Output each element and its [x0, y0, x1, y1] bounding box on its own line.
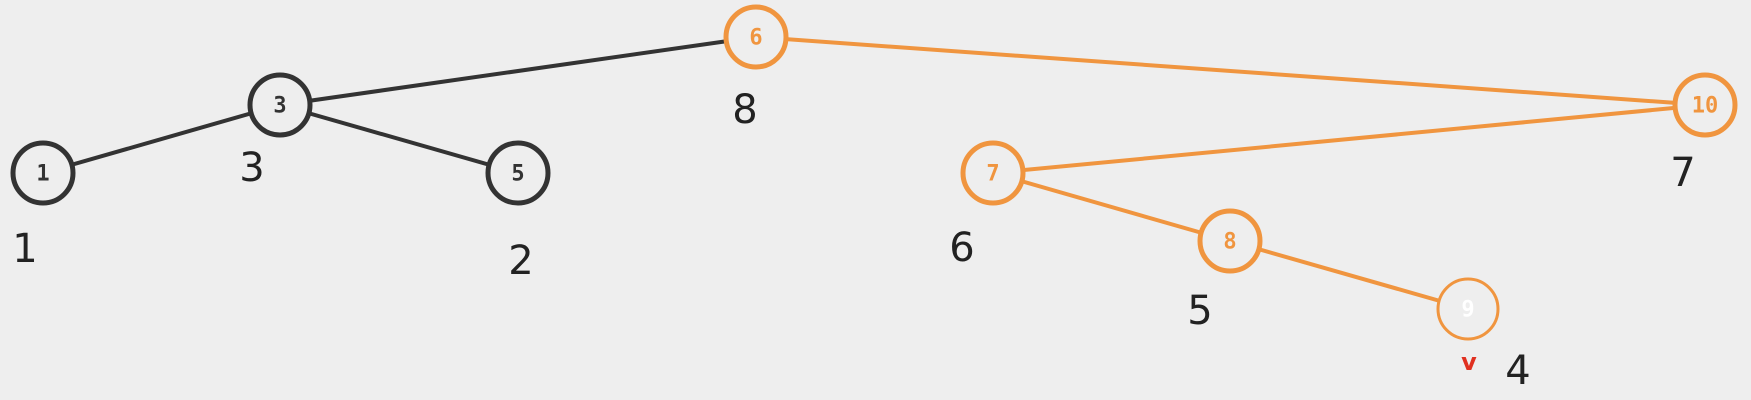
node-value: 5: [511, 162, 524, 187]
nodes-layer: 6 3 1 5 10 7 8 9: [10, 4, 1738, 341]
edges-layer: [42, 35, 1706, 311]
tree-node-10[interactable]: 10: [1672, 72, 1738, 138]
node-circle: [1436, 277, 1500, 341]
node-subscript: 8: [732, 87, 757, 133]
node-value: 7: [986, 162, 999, 187]
edge-n10-n7: [992, 103, 1706, 175]
edge-n6-n3: [279, 35, 757, 107]
node-subscript: 1: [12, 226, 37, 272]
node-subscript: 6: [949, 225, 974, 271]
edge-n7-n8: [992, 171, 1231, 243]
node-value: 1: [36, 162, 49, 187]
node-circle: [1197, 208, 1263, 274]
node-subscript: 7: [1670, 150, 1695, 196]
node-value: 10: [1692, 94, 1719, 119]
node-circle: [10, 140, 76, 206]
node-subscript: 4: [1505, 348, 1530, 394]
node-circle: [1672, 72, 1738, 138]
node-value: 3: [273, 94, 286, 119]
node-circle: [247, 72, 313, 138]
node-value: 9: [1461, 298, 1474, 323]
edge-n6-n10: [755, 35, 1706, 107]
labels-layer: 8 3 1 2 7 6 5 4v: [12, 87, 1695, 394]
tree-node-1[interactable]: 1: [10, 140, 76, 206]
edge-n3-n1: [42, 103, 281, 175]
node-value: 6: [749, 26, 762, 51]
vertex-marker: v: [1461, 348, 1477, 376]
tree-node-3[interactable]: 3: [247, 72, 313, 138]
node-subscript: 2: [508, 238, 533, 284]
edge-n8-n9: [1229, 239, 1469, 311]
node-circle: [960, 140, 1026, 206]
tree-node-5[interactable]: 5: [485, 140, 551, 206]
edge-n3-n5: [279, 103, 519, 175]
node-subscript: 3: [239, 145, 264, 191]
node-circle: [723, 4, 789, 70]
tree-node-6[interactable]: 6: [723, 4, 789, 70]
tree-node-7[interactable]: 7: [960, 140, 1026, 206]
node-subscript: 5: [1187, 288, 1212, 334]
tree-node-8[interactable]: 8: [1197, 208, 1263, 274]
tree-node-9[interactable]: 9: [1436, 277, 1500, 341]
node-value: 8: [1223, 230, 1236, 255]
node-circle: [485, 140, 551, 206]
